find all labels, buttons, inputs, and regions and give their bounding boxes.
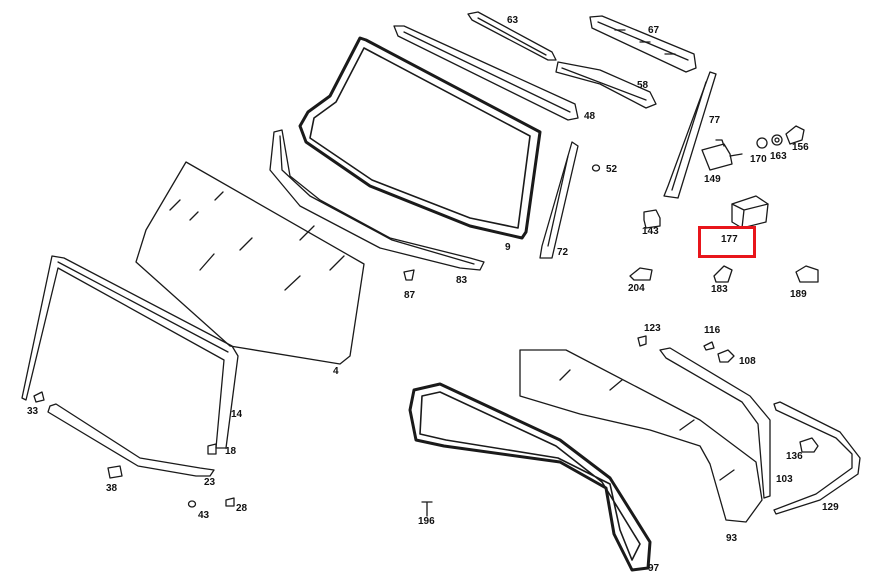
part-4-windshield-glass bbox=[135, 161, 365, 365]
label-143: 143 bbox=[642, 226, 659, 237]
label-163: 163 bbox=[770, 151, 787, 162]
label-116: 116 bbox=[704, 325, 721, 336]
label-9: 9 bbox=[505, 242, 511, 253]
part-136-clip bbox=[799, 437, 819, 453]
part-72-a-pillar bbox=[539, 141, 579, 259]
part-63-roof-trim bbox=[467, 11, 557, 61]
label-48: 48 bbox=[584, 111, 596, 122]
part-156-cap bbox=[785, 125, 805, 145]
part-108-clip bbox=[717, 349, 735, 363]
label-108: 108 bbox=[739, 356, 756, 367]
part-87-clip bbox=[403, 269, 415, 281]
label-136: 136 bbox=[786, 451, 803, 462]
part-38-clip bbox=[107, 465, 123, 479]
part-103-rear-moulding bbox=[659, 347, 771, 499]
part-43-fastener bbox=[187, 500, 197, 508]
part-33-clip bbox=[33, 391, 45, 403]
label-83: 83 bbox=[456, 275, 468, 286]
part-18-clip bbox=[207, 443, 217, 455]
label-52: 52 bbox=[606, 164, 618, 175]
highlight-box-177 bbox=[698, 226, 756, 258]
label-38: 38 bbox=[106, 483, 118, 494]
label-43: 43 bbox=[198, 510, 210, 521]
label-87: 87 bbox=[404, 290, 416, 301]
label-4: 4 bbox=[333, 366, 339, 377]
label-149: 149 bbox=[704, 174, 721, 185]
label-28: 28 bbox=[236, 503, 248, 514]
label-97: 97 bbox=[648, 563, 660, 574]
label-156: 156 bbox=[792, 142, 809, 153]
part-28-fastener bbox=[225, 497, 235, 507]
part-196-screw bbox=[421, 501, 433, 517]
part-204-clip bbox=[629, 267, 653, 281]
part-177-box bbox=[731, 195, 769, 229]
label-18: 18 bbox=[225, 446, 237, 457]
part-77-pillar-trim bbox=[663, 71, 717, 199]
part-97-rear-seal bbox=[408, 382, 652, 572]
part-67-header-panel bbox=[589, 15, 697, 73]
part-116-pin bbox=[703, 341, 715, 351]
part-83-moulding bbox=[269, 129, 485, 271]
part-93-rear-glass bbox=[519, 349, 763, 523]
part-183-clip bbox=[713, 265, 733, 283]
label-123: 123 bbox=[644, 323, 661, 334]
part-123-clip bbox=[637, 335, 647, 347]
label-204: 204 bbox=[628, 283, 645, 294]
label-93: 93 bbox=[726, 533, 738, 544]
label-183: 183 bbox=[711, 284, 728, 295]
label-58: 58 bbox=[637, 80, 649, 91]
part-23-lower-strip bbox=[47, 403, 215, 477]
part-163-grommet bbox=[771, 134, 783, 146]
part-48-roof-rail bbox=[393, 25, 579, 121]
part-14-frame-rail bbox=[21, 255, 239, 449]
label-63: 63 bbox=[507, 15, 519, 26]
label-189: 189 bbox=[790, 289, 807, 300]
label-23: 23 bbox=[204, 477, 216, 488]
label-77: 77 bbox=[709, 115, 721, 126]
label-129: 129 bbox=[822, 502, 839, 513]
label-33: 33 bbox=[27, 406, 39, 417]
part-129-rear-trim bbox=[773, 401, 861, 515]
part-189-clip bbox=[795, 265, 819, 283]
label-14: 14 bbox=[231, 409, 243, 420]
label-103: 103 bbox=[776, 474, 793, 485]
label-170: 170 bbox=[750, 154, 767, 165]
part-170-grommet bbox=[756, 137, 768, 149]
label-177: 177 bbox=[721, 234, 738, 245]
part-143-block bbox=[643, 209, 661, 229]
label-67: 67 bbox=[648, 25, 660, 36]
label-72: 72 bbox=[557, 247, 569, 258]
part-52-screw bbox=[591, 164, 601, 172]
label-196: 196 bbox=[418, 516, 435, 527]
part-149-bracket bbox=[701, 139, 743, 171]
part-9-windshield-seal bbox=[298, 36, 542, 240]
part-58-drip-rail bbox=[555, 61, 657, 109]
